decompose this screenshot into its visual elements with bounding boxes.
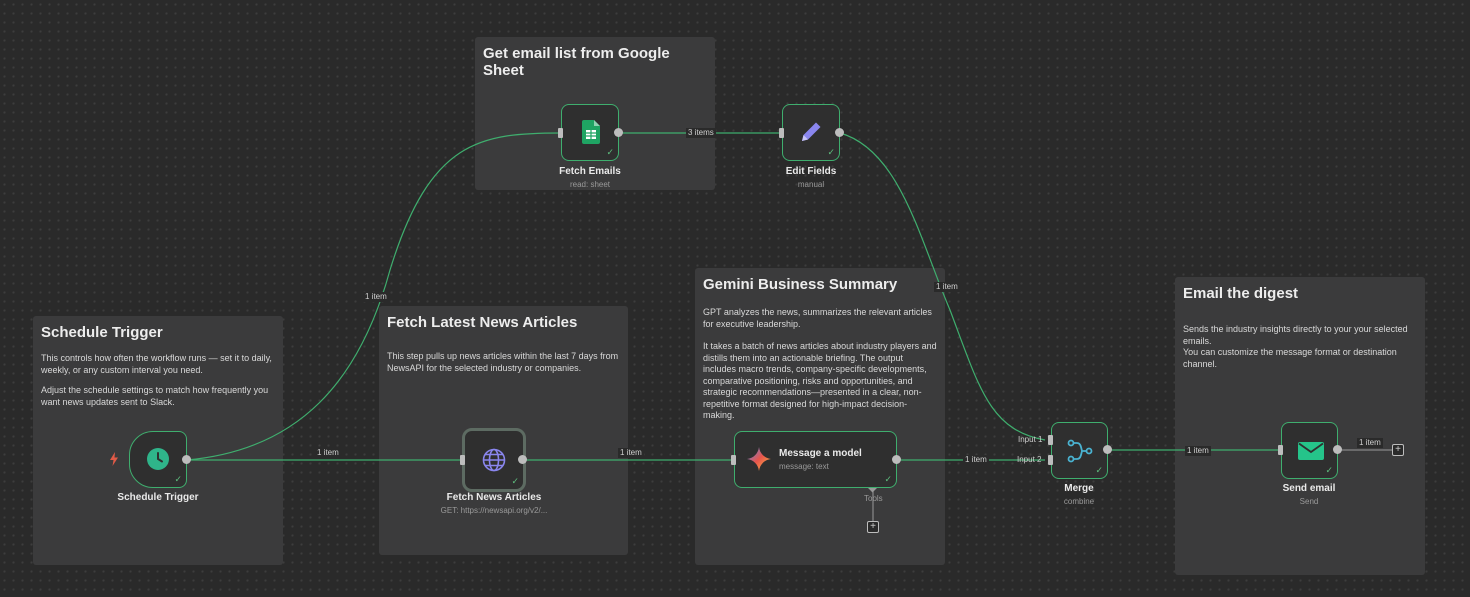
node-label: Schedule Trigger: [117, 492, 199, 503]
success-check-icon: ✓: [884, 474, 892, 484]
success-check-icon: ✓: [511, 476, 519, 486]
input-port-1[interactable]: [1048, 435, 1053, 445]
sticky-text: Adjust the schedule settings to match ho…: [41, 385, 269, 407]
edge-label: 1 item: [934, 282, 960, 292]
node-subtitle: read: sheet: [569, 180, 611, 189]
sticky-title: Get email list from Google Sheet: [483, 45, 670, 79]
output-port[interactable]: [1333, 445, 1342, 454]
merge-input-2-label: Input 2: [1017, 455, 1042, 464]
sticky-note-google-sheet[interactable]: Get email list from Google Sheet: [475, 37, 715, 190]
input-port[interactable]: [460, 455, 465, 465]
output-port[interactable]: [182, 455, 191, 464]
google-sheets-icon: [582, 120, 600, 149]
node-label: Fetch Emails: [559, 166, 621, 177]
sticky-text: Sends the industry insights directly to …: [1183, 324, 1408, 346]
edge-label: 1 item: [1357, 438, 1383, 448]
sticky-title: Email the digest: [1183, 285, 1299, 302]
node-label: Fetch News Articles: [446, 492, 542, 503]
pencil-icon: [798, 119, 824, 150]
input-port-2[interactable]: [1048, 455, 1053, 465]
output-port[interactable]: [1103, 445, 1112, 454]
node-label: Merge: [1064, 483, 1094, 494]
add-node-button[interactable]: +: [1392, 444, 1404, 456]
node-subtitle: Send: [1299, 497, 1319, 506]
node-merge[interactable]: ✓: [1051, 422, 1108, 479]
node-send-email[interactable]: ✓: [1281, 422, 1338, 479]
gemini-icon: [747, 447, 771, 476]
sticky-title: Schedule Trigger: [41, 324, 163, 341]
edge-label: 1 item: [363, 292, 389, 302]
sticky-text: You can customize the message format or …: [1183, 347, 1397, 369]
output-port[interactable]: [835, 128, 844, 137]
node-message-a-model[interactable]: Message a model message: text ✓: [734, 431, 897, 488]
sticky-text: This controls how often the workflow run…: [41, 353, 272, 375]
output-port[interactable]: [518, 455, 527, 464]
globe-icon: [482, 448, 506, 477]
input-port[interactable]: [1278, 445, 1283, 455]
trigger-bolt-icon: [109, 452, 119, 471]
output-port[interactable]: [614, 128, 623, 137]
edge-label: 1 item: [618, 448, 644, 458]
sticky-note-schedule[interactable]: Schedule Trigger This controls how often…: [33, 316, 283, 565]
input-port[interactable]: [558, 128, 563, 138]
node-label: Message a model: [779, 448, 862, 459]
edge-schedule-to-fetch-emails: [186, 132, 562, 461]
edge-label: 1 item: [315, 448, 341, 458]
node-subtitle: message: text: [779, 462, 829, 471]
sticky-title: Gemini Business Summary: [703, 276, 898, 293]
node-schedule-trigger[interactable]: ✓: [129, 431, 187, 488]
edge-label: 1 item: [963, 455, 989, 465]
tools-label: Tools: [864, 494, 883, 503]
node-label: Send email: [1282, 483, 1336, 494]
input-port[interactable]: [779, 128, 784, 138]
sticky-title: Fetch Latest News Articles: [387, 314, 578, 331]
sticky-text: This step pulls up news articles within …: [387, 351, 619, 373]
success-check-icon: ✓: [827, 147, 835, 157]
node-fetch-emails[interactable]: ✓: [561, 104, 619, 161]
node-subtitle: GET: https://newsapi.org/v2/...: [440, 506, 548, 515]
edge-edit-fields-to-merge: [839, 132, 1046, 441]
node-label: Edit Fields: [785, 166, 837, 177]
clock-icon: [146, 447, 170, 476]
merge-input-1-label: Input 1: [1018, 435, 1043, 444]
node-edit-fields[interactable]: ✓: [782, 104, 840, 161]
success-check-icon: ✓: [174, 474, 182, 484]
edge-label: 1 item: [1185, 446, 1211, 456]
sticky-text: It takes a batch of news articles about …: [703, 341, 937, 420]
sticky-text: GPT analyzes the news, summarizes the re…: [703, 307, 932, 329]
node-fetch-news-articles[interactable]: ✓: [462, 428, 526, 492]
node-subtitle: manual: [797, 180, 825, 189]
node-subtitle: combine: [1063, 497, 1095, 506]
output-port[interactable]: [892, 455, 901, 464]
input-port[interactable]: [731, 455, 736, 465]
add-tool-button[interactable]: +: [867, 521, 879, 533]
merge-icon: [1067, 438, 1093, 469]
success-check-icon: ✓: [1325, 465, 1333, 475]
success-check-icon: ✓: [1095, 465, 1103, 475]
edge-label: 3 items: [686, 128, 716, 138]
sticky-note-gemini[interactable]: Gemini Business Summary GPT analyzes the…: [695, 268, 945, 565]
success-check-icon: ✓: [606, 147, 614, 157]
envelope-icon: [1298, 442, 1324, 465]
